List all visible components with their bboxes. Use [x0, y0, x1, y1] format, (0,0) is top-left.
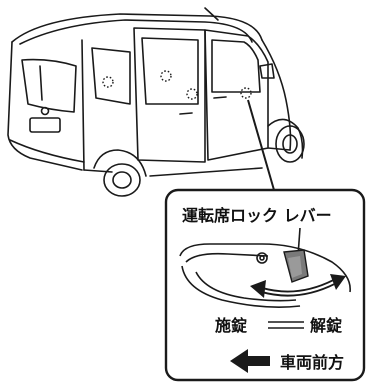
- dotted-circle-icon: [160, 70, 172, 82]
- double-arrow-icon: [250, 274, 346, 298]
- direction-label: 車両前方: [280, 353, 344, 372]
- lock-spot-icons: [102, 70, 252, 100]
- dotted-circle-icon: [186, 88, 198, 100]
- leader-line: [247, 99, 275, 191]
- label-separator: [268, 321, 304, 329]
- lock-label: 施錠: [215, 316, 247, 335]
- callout-title: 運転席ロック レバー: [182, 206, 332, 225]
- callout-box: 運転席ロック レバー 施錠 解錠: [164, 188, 366, 382]
- car-illustration: [7, 7, 305, 197]
- lock-lever: [283, 249, 309, 283]
- left-arrow-icon: [230, 349, 270, 373]
- unlock-label: 解錠: [310, 316, 342, 335]
- dotted-circle-icon: [240, 87, 252, 99]
- dotted-circle-icon: [102, 76, 114, 88]
- door-handle-recess: [179, 243, 351, 308]
